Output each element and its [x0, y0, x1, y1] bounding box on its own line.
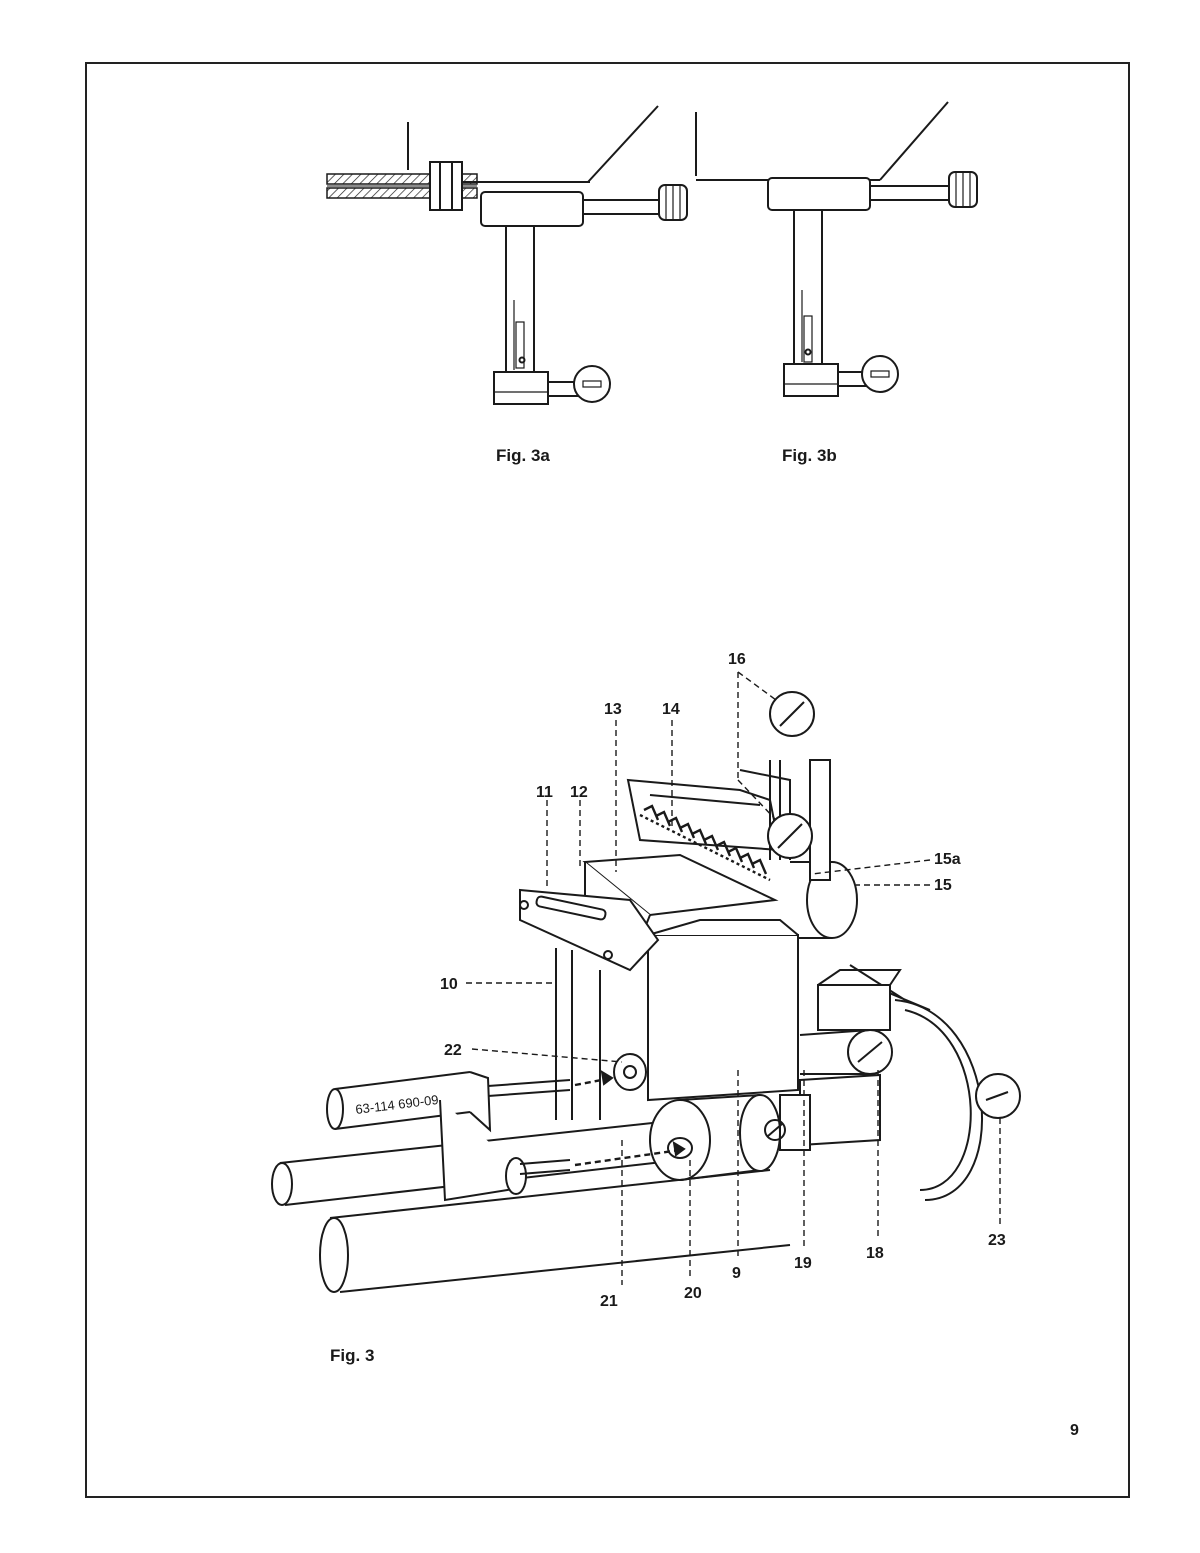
fig-3-assembly	[271, 691, 1021, 1293]
callout-10: 10	[440, 976, 458, 993]
callout-11: 11	[536, 784, 553, 801]
callout-15a: 15a	[934, 851, 961, 868]
callout-23: 23	[988, 1232, 1006, 1249]
leader-lines	[466, 671, 1001, 1285]
callout-14: 14	[662, 701, 680, 718]
caption-fig-3b: Fig. 3b	[782, 446, 837, 465]
callout-20: 20	[684, 1285, 702, 1302]
fig-3a-drawing	[326, 105, 688, 405]
callout-13: 13	[604, 701, 622, 718]
callout-21: 21	[600, 1293, 618, 1310]
caption-fig-3a: Fig. 3a	[496, 446, 550, 465]
page-number: 9	[1070, 1422, 1079, 1439]
callout-22: 22	[444, 1042, 462, 1059]
caption-fig-3: Fig. 3	[330, 1346, 375, 1365]
callout-12: 12	[570, 784, 588, 801]
callout-15: 15	[934, 877, 952, 894]
fig-3b-drawing	[695, 101, 978, 397]
tool-part-number: 63-114 690-09	[355, 1092, 440, 1117]
page-border	[85, 62, 1130, 1498]
callout-9: 9	[732, 1265, 741, 1282]
callout-19: 19	[794, 1255, 812, 1272]
callout-18: 18	[866, 1245, 884, 1262]
callout-16: 16	[728, 651, 746, 668]
